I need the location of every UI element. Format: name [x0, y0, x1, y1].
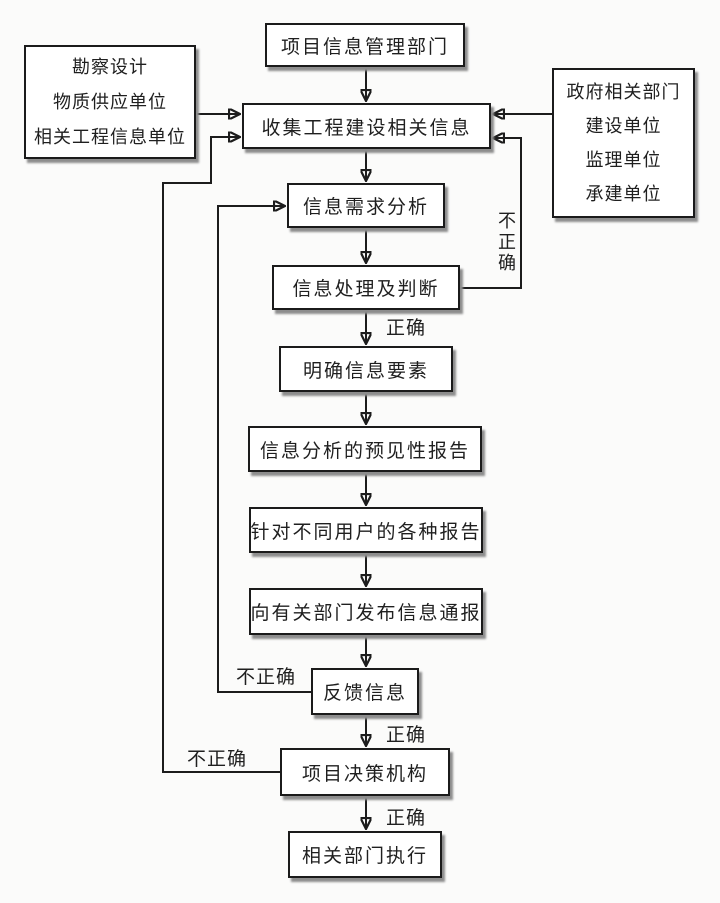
label-incorrect-feedback: 不正确 — [236, 667, 297, 688]
loop-feedback-to-demand — [217, 206, 311, 693]
node-label: 信息分析的预见性报告 — [259, 440, 470, 462]
node-project-info-dept: 项目信息管理部门 — [265, 23, 465, 67]
node-execution: 相关部门执行 — [288, 831, 442, 878]
node-right-sources: 政府相关部门 建设单位 监理单位 承建单位 — [552, 68, 695, 218]
node-left-sources: 勘察设计 物质供应单位 相关工程信息单位 — [24, 45, 196, 159]
source-line: 相关工程信息单位 — [34, 126, 186, 147]
node-label: 明确信息要素 — [302, 360, 429, 382]
node-feedback-info: 反馈信息 — [311, 668, 419, 715]
source-line: 监理单位 — [585, 150, 662, 170]
label-incorrect-processing: 不正确 — [496, 211, 516, 274]
node-label: 项目信息管理部门 — [280, 36, 449, 58]
loop-decision-to-collect — [162, 137, 280, 773]
node-info-processing: 信息处理及判断 — [272, 265, 460, 310]
node-decision-body: 项目决策机构 — [280, 748, 450, 796]
source-line: 物质供应单位 — [53, 91, 167, 112]
label-correct-after-feedback: 正确 — [386, 725, 427, 746]
node-label: 针对不同用户的各种报告 — [250, 521, 482, 543]
node-demand-analysis: 信息需求分析 — [287, 183, 445, 228]
node-label: 信息需求分析 — [302, 197, 429, 218]
node-user-reports: 针对不同用户的各种报告 — [249, 507, 483, 553]
label-correct-after-processing: 正确 — [386, 318, 427, 339]
source-line: 承建单位 — [585, 184, 662, 204]
node-publish-notice: 向有关部门发布信息通报 — [249, 588, 483, 635]
node-label: 信息处理及判断 — [292, 279, 440, 300]
source-line: 勘察设计 — [72, 56, 148, 77]
source-line: 建设单位 — [585, 116, 662, 136]
node-label: 项目决策机构 — [301, 763, 428, 785]
node-label: 收集工程建设相关信息 — [261, 117, 472, 139]
node-label: 反馈信息 — [322, 683, 407, 704]
source-line: 政府相关部门 — [566, 82, 681, 102]
node-label: 向有关部门发布信息通报 — [250, 603, 482, 624]
node-label: 相关部门执行 — [301, 846, 428, 867]
node-forecast-report: 信息分析的预见性报告 — [248, 426, 482, 472]
node-collect-info: 收集工程建设相关信息 — [242, 103, 491, 149]
loop-processing-to-collect — [460, 138, 522, 289]
label-incorrect-decision: 不正确 — [187, 749, 248, 770]
node-clarify-elements: 明确信息要素 — [279, 346, 453, 392]
label-correct-after-decision: 正确 — [386, 808, 427, 829]
